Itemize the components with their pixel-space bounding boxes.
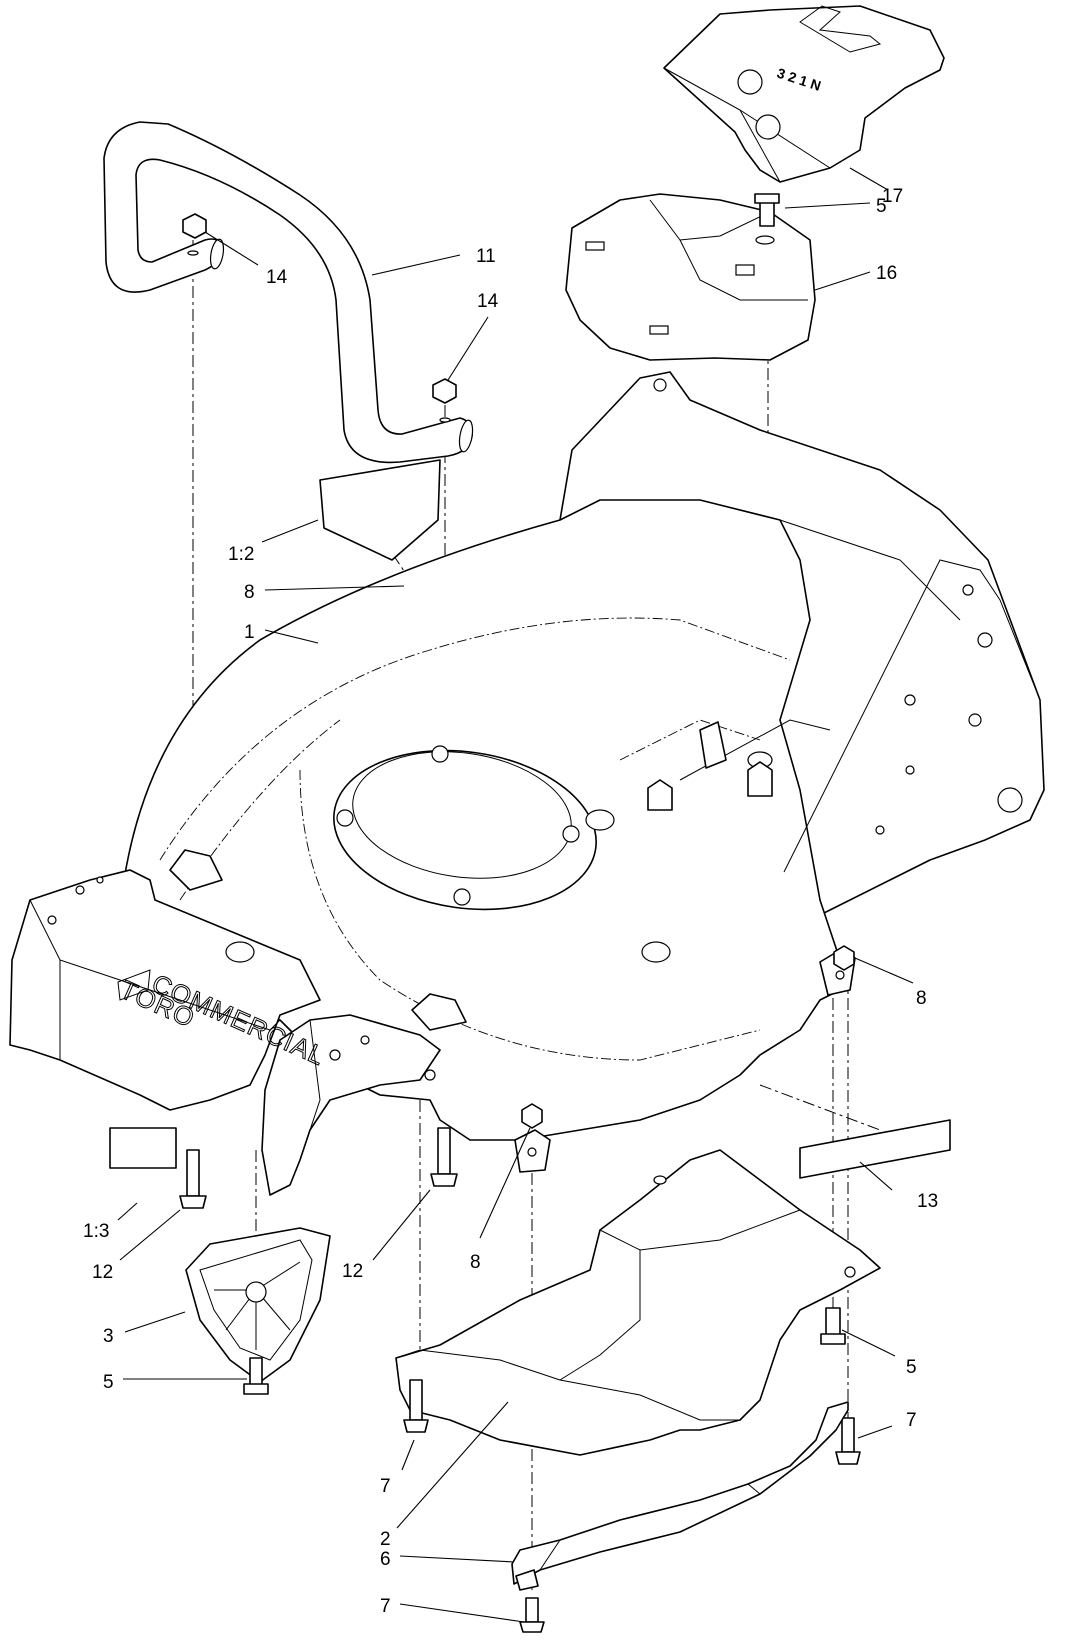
part-2-side-skirt <box>395 1149 881 1456</box>
bolt-5-left <box>243 1357 269 1395</box>
part-11-bail-handle <box>103 121 474 464</box>
callout-7-left: 7 <box>380 1476 391 1497</box>
part-17-shift-plate: 3 2 1 N <box>663 5 945 183</box>
callout-5-top: 5 <box>876 196 887 217</box>
part-1-mower-deck: TORO COMMERCIAL <box>9 371 1045 1196</box>
callout-12-right: 12 <box>342 1261 363 1282</box>
callout-5-left: 5 <box>103 1372 114 1393</box>
bolt-7-right <box>835 1417 861 1465</box>
bolt-5-right <box>820 1307 846 1345</box>
nut-8-lower <box>521 1103 543 1129</box>
callout-1: 1 <box>244 622 255 643</box>
bolt-12-right <box>430 1127 458 1187</box>
callout-1-3: 1:3 <box>83 1221 109 1242</box>
nut-8-right <box>833 945 855 971</box>
leader-lines <box>117 167 914 1623</box>
decal-13 <box>799 1119 951 1179</box>
callout-6: 6 <box>380 1549 391 1570</box>
callout-2: 2 <box>380 1529 391 1550</box>
bolt-5-top <box>754 193 780 227</box>
callout-14-right: 14 <box>477 291 499 312</box>
nut-14-left <box>182 213 207 239</box>
callout-5-right: 5 <box>906 1357 917 1378</box>
callout-7-right: 7 <box>906 1410 917 1431</box>
callout-3: 3 <box>103 1326 114 1347</box>
callout-16: 16 <box>876 263 897 284</box>
decal-1-3 <box>109 1127 177 1169</box>
part-6-baffle-strip <box>511 1401 849 1591</box>
bolt-7-left <box>403 1379 429 1433</box>
callout-8-lower: 8 <box>470 1252 481 1273</box>
callout-1-2: 1:2 <box>228 544 254 565</box>
decal-1-2 <box>319 459 441 561</box>
callout-labels: 17 5 16 11 14 14 1:2 8 1 8 13 1:3 12 12 … <box>83 186 938 1617</box>
part-3-baffle <box>185 1227 331 1383</box>
callout-7-bottom: 7 <box>380 1596 391 1617</box>
callout-8-upper: 8 <box>244 582 255 603</box>
nut-14-right <box>432 378 457 404</box>
bolt-7-bottom <box>519 1597 545 1633</box>
callout-12-left: 12 <box>92 1262 113 1283</box>
callout-13: 13 <box>917 1191 938 1212</box>
callout-8-right: 8 <box>916 988 927 1009</box>
part-16-shift-housing <box>565 193 816 361</box>
callout-17: 17 <box>882 186 903 207</box>
callout-14-left: 14 <box>266 267 288 288</box>
bolt-12-left <box>179 1149 207 1209</box>
callout-11: 11 <box>476 246 496 267</box>
